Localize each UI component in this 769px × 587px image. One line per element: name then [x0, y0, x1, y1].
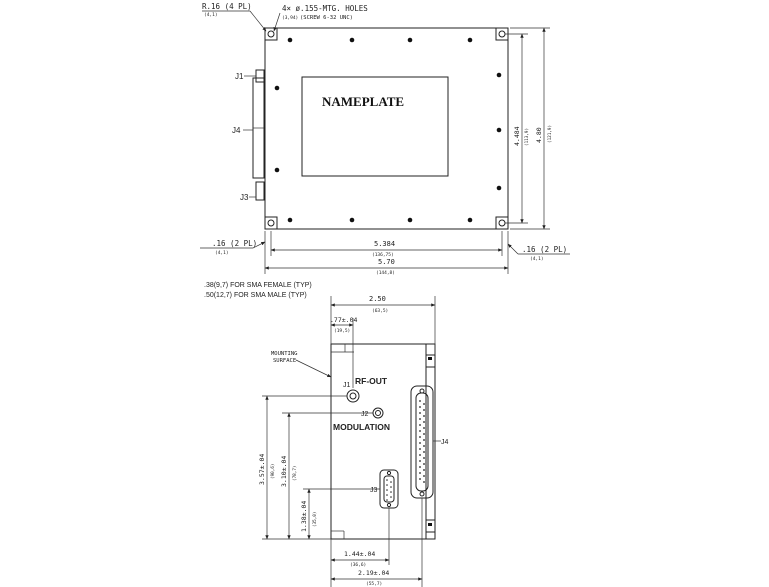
top-housing-outline [264, 27, 509, 230]
side-view: 2.50 (63,5) .77±.04 (19,5) MOUNTING SURF… [258, 295, 449, 587]
side-j3-label: J3 [370, 487, 378, 494]
j2-modulation-connector-icon [372, 407, 384, 419]
corner-radius-mm: (4,1) [204, 12, 218, 18]
j1-connector-body [255, 69, 265, 83]
screw-note: (SCREW 6-32 UNC) [300, 15, 353, 21]
corner-tab-bl [264, 216, 278, 230]
dim-144-label: 1.44±.04 [344, 550, 375, 558]
inner-width-mm: (136,75) [372, 252, 394, 258]
sma-male-note: .50(12,7) FOR SMA MALE (TYP) [204, 292, 307, 299]
mounting-hole-icon [267, 219, 275, 227]
side-housing-outline [330, 343, 436, 540]
top-view: NAMEPLATE J1 J4 J3 R.16 (4 PL) (4,1) 4× … [200, 2, 570, 299]
inner-width-label: 5.384 [374, 240, 395, 248]
side-width-label: 2.50 [369, 295, 386, 303]
corner-radius-note: R.16 (4 PL) [202, 2, 252, 11]
dim-138-label: 1.38±.04 [300, 501, 308, 532]
left-offset-label: .16 (2 PL) [212, 239, 257, 248]
left-offset-mm: (4,1) [215, 250, 229, 256]
dim-310-mm: (78,7) [292, 465, 298, 481]
mounting-surface-line2: SURFACE [273, 358, 296, 364]
dim-219-label: 2.19±.04 [358, 569, 389, 577]
j1-offset-mm: (19,5) [334, 328, 350, 334]
right-offset-mm: (4,1) [530, 256, 544, 262]
outer-width-label: 5.70 [378, 258, 395, 266]
perimeter-screws [274, 37, 502, 223]
dim-357-mm: (90,6) [270, 463, 276, 479]
mounting-holes-mm: (3,94) [282, 15, 298, 21]
outer-height-mm: (121,9) [547, 125, 553, 143]
nameplate-panel [301, 76, 449, 177]
dim-144-mm: (36,6) [350, 562, 366, 568]
j4-dsub-connector-icon [410, 385, 434, 499]
inner-height-mm: (113,9) [524, 128, 530, 146]
top-j1-label: J1 [235, 72, 244, 81]
mounting-hole-icon [498, 30, 506, 38]
side-j2-label: J2 [361, 411, 369, 418]
right-offset-label: .16 (2 PL) [522, 245, 567, 254]
dim-219-mm: (55,7) [366, 581, 382, 587]
modulation-label: MODULATION [333, 422, 390, 432]
dim-310-label: 3.10±.04 [280, 456, 288, 487]
j1-rf-out-connector-icon [346, 389, 360, 403]
side-j1-label: J1 [343, 382, 351, 389]
outer-height-label: 4.80 [535, 127, 543, 143]
top-j4-label: J4 [232, 126, 241, 135]
j3-dsub-connector-icon [379, 469, 399, 509]
mounting-holes-note: 4× ø.155-MTG. HOLES [282, 4, 368, 13]
top-j3-label: J3 [240, 193, 249, 202]
mounting-hole-icon [267, 30, 275, 38]
side-width-mm: (63,5) [372, 308, 388, 314]
j3-connector-body [255, 181, 265, 201]
nameplate-label: NAMEPLATE [322, 94, 404, 109]
inner-height-label: 4.484 [513, 126, 521, 146]
dim-357-label: 3.57±.04 [258, 454, 266, 485]
outer-width-mm: (144,8) [376, 270, 395, 276]
corner-tab-tl [264, 27, 278, 41]
mounting-hole-icon [498, 219, 506, 227]
dim-138-mm: (35,0) [312, 511, 318, 527]
sma-female-note: .38(9,7) FOR SMA FEMALE (TYP) [204, 282, 312, 289]
rf-out-label: RF-OUT [355, 376, 388, 386]
j1-offset-label: .77±.04 [330, 316, 357, 324]
side-j4-label: J4 [441, 439, 449, 446]
mounting-surface-line1: MOUNTING [271, 351, 298, 357]
